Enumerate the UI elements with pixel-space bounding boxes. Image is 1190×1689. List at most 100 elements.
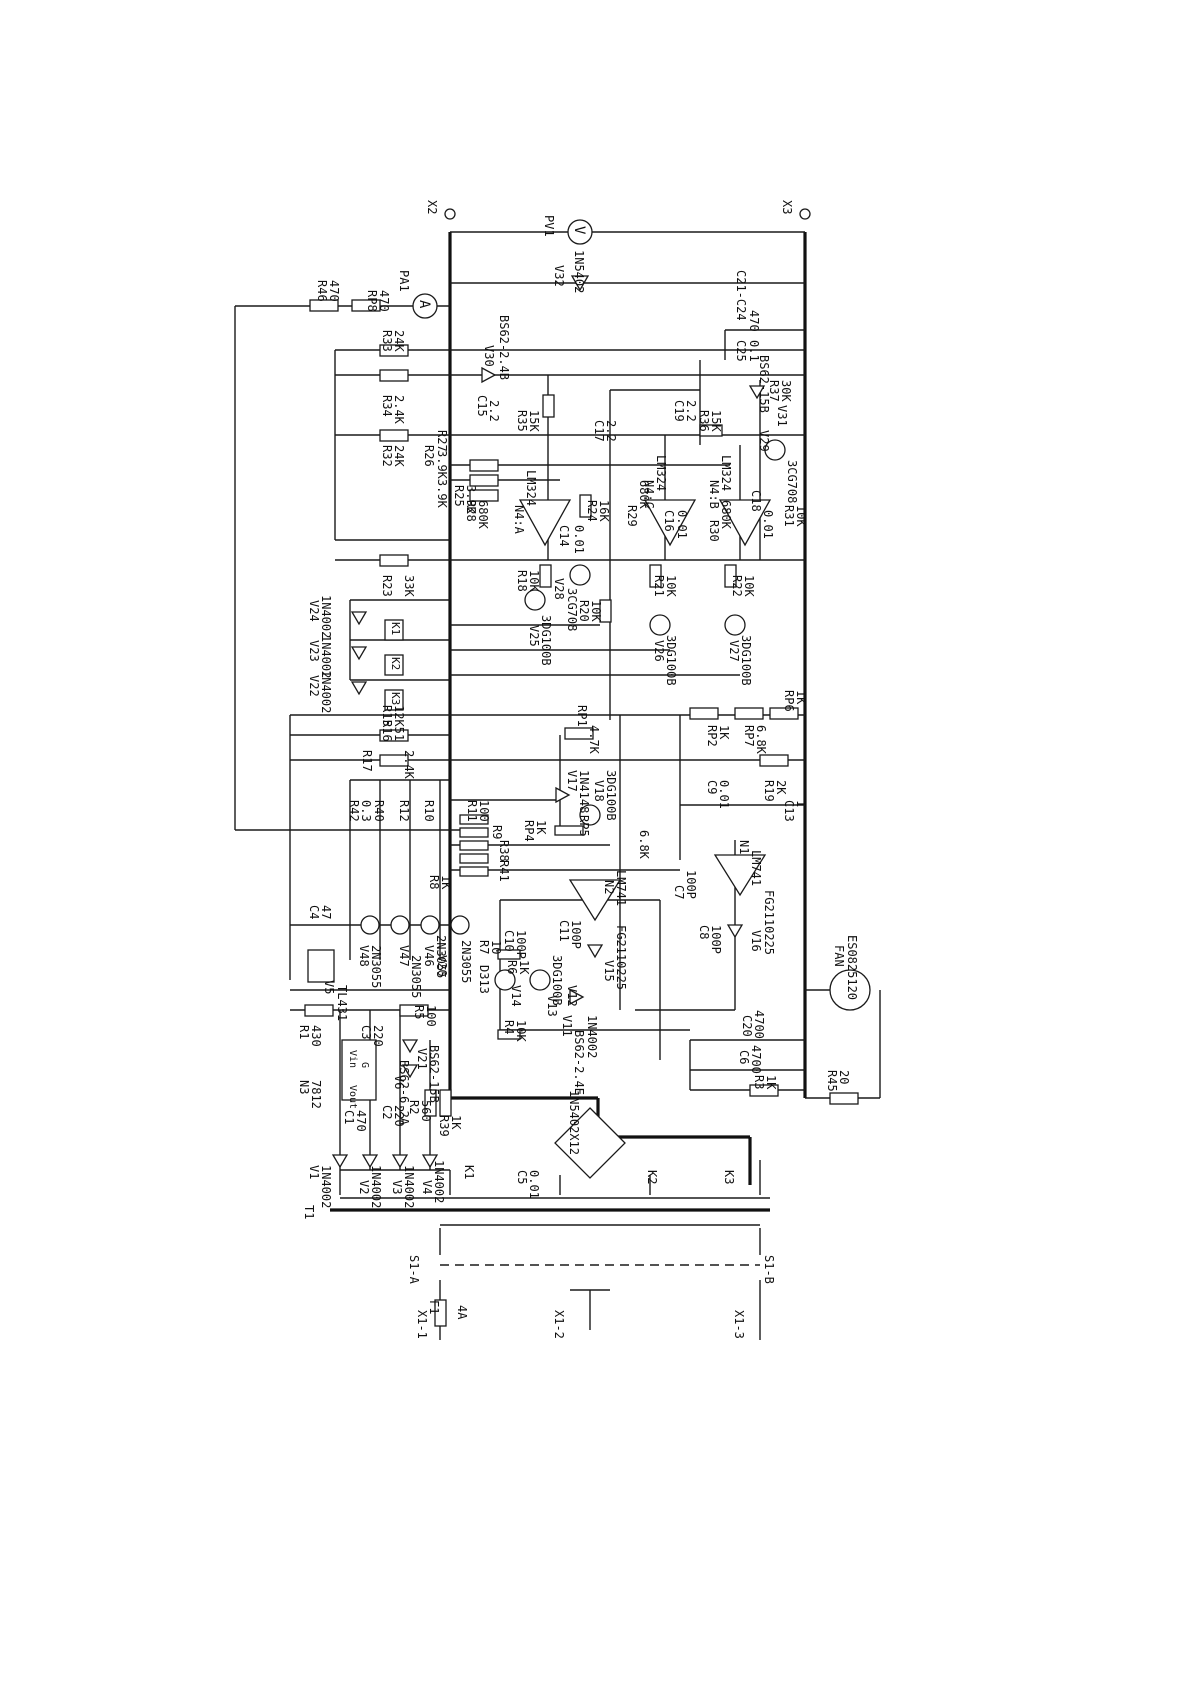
label-n4148: 1N4148 [577,770,591,813]
label-c19: C19 [672,400,686,422]
label-rp7v: 6.8K [754,725,768,755]
label-v7812: 7812 [309,1080,323,1109]
resistor-rp8 [351,299,381,312]
label-pv1: PV1 [542,215,556,237]
label-n2: N2 [602,880,616,894]
label-r7: R7 [477,940,491,954]
label-r1v: 430 [309,1025,323,1047]
label-r15: R15 [380,705,394,727]
label-dg100d: 3DG100B [604,770,618,821]
label-c10v: 100P [514,930,528,959]
transistor-v47 [390,915,410,935]
fuse-f1 [434,1299,447,1327]
label-v28: V28 [552,578,566,600]
label-r39v: 1K [449,1115,463,1130]
label-r9: R9 [490,825,504,839]
opamp-n2 [568,879,622,922]
label-lm741b: LM741 [749,850,763,886]
label-r4: R4 [502,1020,516,1034]
transistor-v28 [569,564,591,586]
label-c14v: 0.01 [572,525,586,554]
label-c16: C16 [662,510,676,532]
label-r23v: 33K [402,575,416,597]
label-gnd: G [359,1062,370,1068]
relay-coil-k2 [384,654,404,676]
label-fg1: FG2110225 [614,925,628,990]
label-k2: K2 [389,657,402,670]
label-r4v: 10K [514,1020,528,1042]
label-r6v: 1K [517,960,531,975]
label-v24ka: 2.4K [392,395,406,425]
label-r45: R45 [825,1070,839,1092]
label-v18: V18 [592,780,606,802]
label-r29: R29 [625,505,639,527]
label-s1a: S1-A [407,1255,421,1285]
resistor-r27 [469,474,499,487]
label-c6v: 4700 [749,1045,763,1074]
label-s1b: S1-B [762,1255,776,1284]
label-pa1: PA1 [397,270,411,292]
label-r2627v: 3.9K3.9K [435,450,449,509]
label-t1: T1 [302,1205,316,1219]
label-c7v: 100P [684,870,698,899]
label-c19v: 2.2 [684,400,698,422]
label-r1: R1 [297,1025,311,1039]
label-n4b: N4:B [707,480,721,509]
label-r32: R32 [380,445,394,467]
label-v25: V25 [527,625,541,647]
label-r23: R23 [380,575,394,597]
label-n3055c: 2N3055 [434,935,448,978]
label-r30: R30 [707,520,721,542]
label-rp1v: 4.7K [587,725,601,755]
label-v27: V27 [727,640,741,662]
diode-v16 [726,924,744,939]
label-c15: C15 [475,395,489,417]
label-r28v: 680K [476,500,490,530]
resistor-r35 [542,394,555,418]
resistor-r15 [379,729,409,742]
resistor-r6 [497,949,521,960]
label-r46: R46 [315,280,329,302]
label-n5402: 1N5402 [572,250,586,293]
label-r24v: 16K [597,500,611,522]
diode-v30 [481,366,497,384]
resistor-r46 [309,299,339,312]
label-v21: V21 [415,1048,429,1070]
label-c20v: 4700 [752,1010,766,1039]
label-rp1: RP1 [575,705,589,727]
label-k2c: K2 [645,1170,659,1184]
label-rp2: RP2 [705,725,719,747]
label-r34: R34 [380,395,394,417]
ammeter-symbol [412,293,438,319]
label-c4: C4 [307,905,321,919]
resistor-r26 [469,459,499,472]
label-v470a: 470 [327,280,341,302]
label-c16v: 0.01 [675,510,689,539]
label-n3055a: 2N3055 [369,945,383,988]
label-lm324b: LM324 [719,455,733,491]
label-r21: R21 [652,575,666,597]
label-r24: R24 [585,500,599,522]
label-n4002e: 1N4002 [319,1165,333,1208]
resistor-r5 [399,1004,429,1017]
label-r29v: 680K [637,480,651,510]
transistor-v27 [724,614,746,636]
label-v22d: V22 [307,675,321,697]
resistor-rp7 [734,707,764,720]
resistor-r9 [459,814,489,825]
label-v5: V5 [322,980,336,994]
opamp-n1 [713,854,767,897]
resistor-rp6 [769,707,799,720]
label-cg708b: 3CG708 [565,588,579,631]
bridge-rectifier [554,1107,626,1179]
label-c5v: 0.01 [527,1170,541,1199]
label-c14: C14 [557,525,571,547]
resistor-r39 [439,1089,452,1117]
transistor-v13 [529,969,551,991]
opamp-n4c [643,499,697,547]
label-r19: R19 [762,780,776,802]
label-r31v: 10K [794,505,808,527]
label-c4v: 47 [319,905,333,919]
label-pv1-sym: V [571,226,587,235]
